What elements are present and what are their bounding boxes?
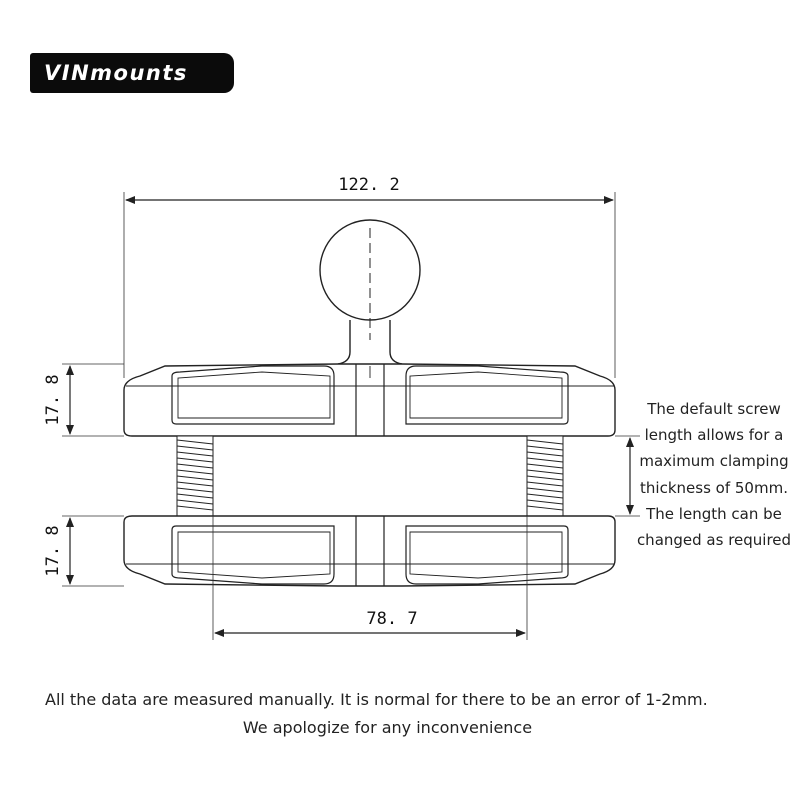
screw-spacing-label: 78. 7 bbox=[366, 609, 417, 629]
dimension-screw-spacing: 78. 7 bbox=[212, 516, 528, 640]
bottom-plate-height-label: 17. 8 bbox=[43, 525, 63, 576]
note-line: changed as required bbox=[636, 531, 792, 550]
ball-mount bbox=[319, 219, 421, 365]
dimension-clamping-gap bbox=[615, 435, 640, 517]
dimension-bottom-plate-height: 17. 8 bbox=[43, 515, 124, 587]
note-line: length allows for a bbox=[644, 426, 784, 445]
overall-width-label: 122. 2 bbox=[338, 175, 399, 195]
dimension-top-plate-height: 17. 8 bbox=[43, 363, 124, 437]
brand-logo: VINmounts bbox=[30, 53, 234, 93]
clamping-note: The default screw length allows for a ma… bbox=[634, 396, 794, 553]
bottom-clamp-plate bbox=[123, 515, 616, 587]
note-line: The default screw bbox=[647, 400, 781, 418]
top-plate-height-label: 17. 8 bbox=[43, 374, 63, 425]
disclaimer-line-2: We apologize for any inconvenience bbox=[242, 718, 533, 737]
brand-name: VINmounts bbox=[44, 61, 188, 85]
right-screw bbox=[526, 435, 564, 517]
note-line: The length can be bbox=[646, 504, 782, 523]
left-screw bbox=[176, 435, 214, 517]
note-line: thickness of 50mm. bbox=[640, 478, 788, 497]
dimension-overall-width: 122. 2 bbox=[123, 175, 616, 378]
disclaimer-line-1: All the data are measured manually. It i… bbox=[45, 690, 708, 709]
top-clamp-plate bbox=[123, 363, 616, 437]
note-line: maximum clamping bbox=[639, 452, 789, 471]
